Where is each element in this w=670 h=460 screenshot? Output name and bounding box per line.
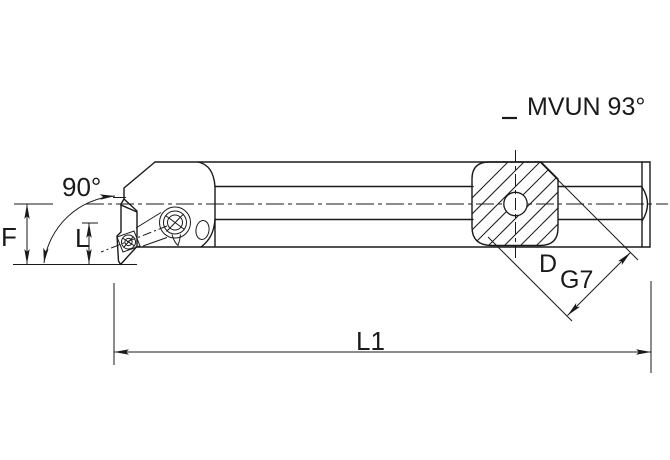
bar-shank <box>135 161 651 248</box>
clamp-arm <box>135 212 181 247</box>
insert-screw-icon <box>121 234 136 250</box>
shank-end-chamfer <box>641 186 649 222</box>
label-l: L <box>75 223 89 253</box>
clamp-block-section <box>471 150 559 261</box>
d-dimension-line <box>567 252 631 316</box>
coolant-hole <box>195 220 210 240</box>
label-g7: G7 <box>560 266 593 294</box>
label-designation: MVUN 93° <box>527 93 645 121</box>
insert-pocket-edge <box>123 198 138 212</box>
d-extension-lower <box>487 236 573 322</box>
angle-annotation-90 <box>43 194 126 264</box>
label-lead-angle: 90° <box>62 172 101 202</box>
cartridge-edge <box>120 204 138 247</box>
block-outline <box>471 161 559 247</box>
label-d: D <box>539 250 557 278</box>
dimension-d <box>487 161 639 322</box>
head-shank-blend-top <box>197 161 216 188</box>
label-f: F <box>1 222 17 252</box>
head-outline <box>116 161 156 266</box>
angle-arc <box>43 194 116 264</box>
clamp-screw-icon <box>159 206 191 239</box>
section-hatching <box>472 162 558 246</box>
insert <box>116 230 141 253</box>
dimension-l1 <box>113 281 652 373</box>
cutting-head <box>100 161 210 266</box>
label-l1: L1 <box>356 326 385 356</box>
d-extension-upper <box>539 161 639 261</box>
